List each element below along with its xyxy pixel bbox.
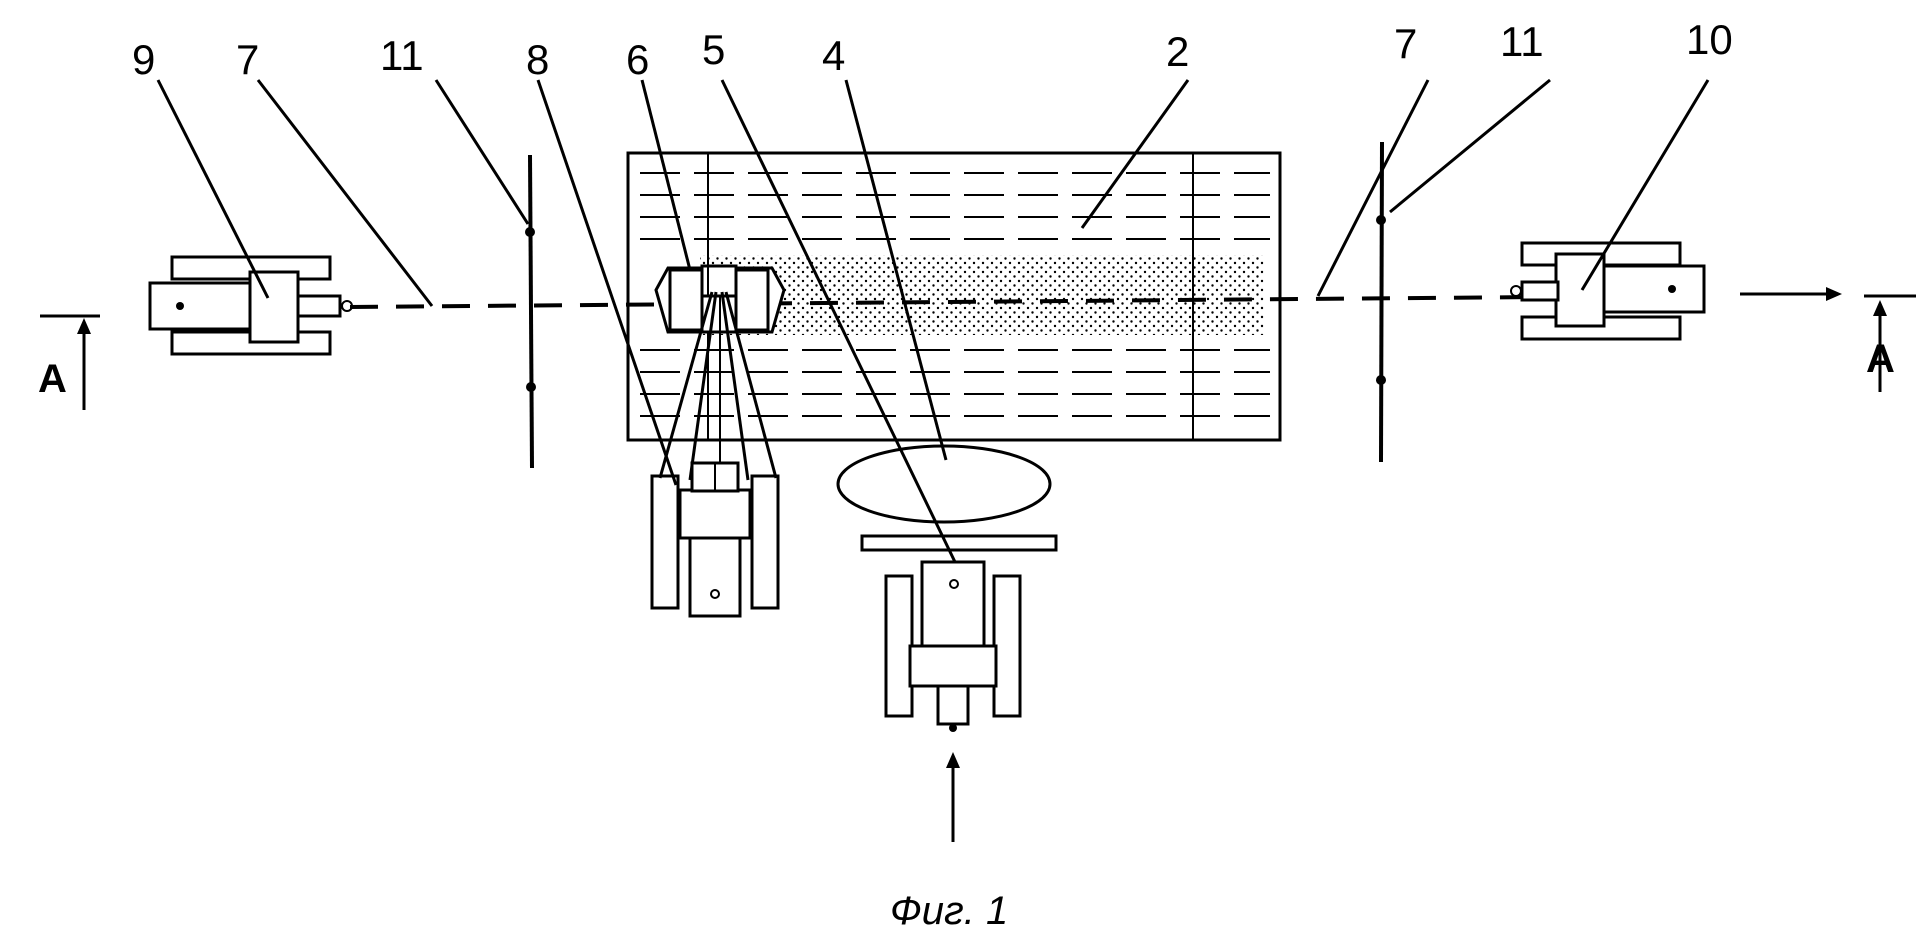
tractor-bottom	[886, 562, 1020, 732]
label-7-left: 7	[236, 36, 259, 83]
section-label-left: A	[38, 357, 67, 401]
anchor-post-left	[525, 155, 536, 468]
label-2: 2	[1166, 28, 1189, 75]
section-label-right: A	[1866, 337, 1895, 381]
label-11-left: 11	[380, 32, 424, 79]
anchor-post-right	[1376, 142, 1386, 462]
label-8: 8	[526, 36, 549, 83]
label-6: 6	[626, 36, 649, 83]
tractor-left	[150, 257, 352, 354]
figure-caption: Фиг. 1	[890, 889, 1008, 933]
label-11-right: 11	[1500, 18, 1544, 65]
tractor-middle	[652, 463, 778, 616]
label-4: 4	[822, 32, 845, 79]
blade-plate	[862, 536, 1056, 550]
motion-arrow-up	[946, 752, 960, 842]
label-7-right: 7	[1394, 20, 1417, 67]
label-5: 5	[702, 26, 725, 73]
motion-arrow-right	[1740, 287, 1842, 301]
label-9: 9	[132, 36, 155, 83]
label-10: 10	[1686, 16, 1733, 63]
tractor-right	[1511, 243, 1704, 339]
